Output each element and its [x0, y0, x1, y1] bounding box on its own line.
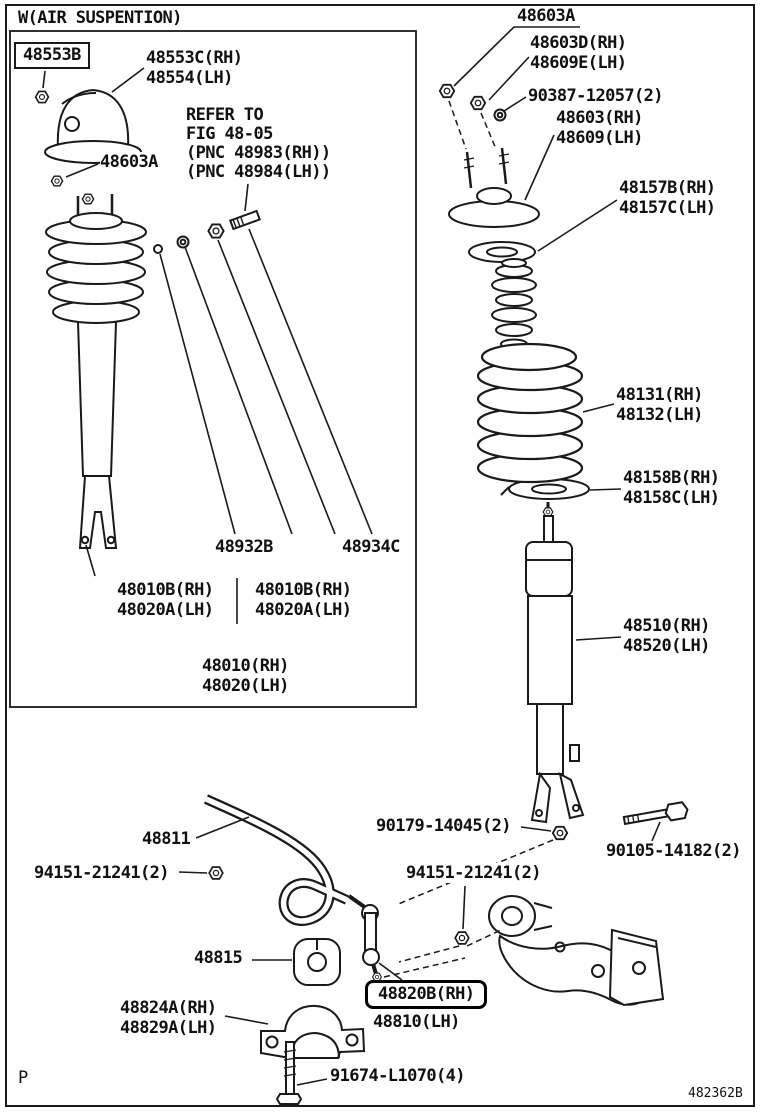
callout-90105[interactable]: 90105-14182(2): [606, 841, 741, 861]
part-number-line: 48603(RH): [556, 108, 643, 128]
part-number-line: 48131(RH): [616, 385, 703, 405]
leader-lines: [42, 26, 661, 1086]
part-number-line: 48553C(RH): [146, 48, 243, 68]
callout-48811[interactable]: 48811: [142, 829, 191, 849]
small-parts-cluster: [153, 209, 261, 254]
drawing-number: 482362B: [688, 1086, 743, 1101]
callout-48010B-right[interactable]: 48010B(RH) 48020A(LH): [255, 580, 352, 620]
callout-48553B[interactable]: 48553B: [14, 42, 90, 69]
part-number-line: 48158B(RH): [623, 468, 720, 488]
callout-48820B-highlighted[interactable]: 48820B(RH): [365, 980, 488, 1009]
part-number-line: 48020A(LH): [255, 600, 352, 620]
section-note: W(AIR SUSPENTION): [18, 8, 182, 28]
callout-90179[interactable]: 90179-14045(2): [376, 816, 511, 836]
support-mount-illustration: [438, 83, 540, 263]
stabilizer-link-illustration: [347, 894, 470, 985]
stabilizer-bushing-illustration: [208, 866, 341, 986]
callout-91674[interactable]: 91674-L1070(4): [330, 1066, 465, 1086]
part-number-line: 48157B(RH): [619, 178, 716, 198]
callout-48810[interactable]: 48810(LH): [373, 1012, 460, 1032]
part-number-line: 48010B(RH): [117, 580, 214, 600]
callout-48932B[interactable]: 48932B: [215, 537, 273, 557]
dashed-alignment-lines: [383, 100, 554, 978]
callout-48824A[interactable]: 48824A(RH) 48829A(LH): [120, 998, 217, 1038]
part-number-line: 48157C(LH): [619, 198, 716, 218]
part-number-line: 48010B(RH): [255, 580, 352, 600]
part-number-line: 48020(LH): [202, 676, 289, 696]
callout-90387[interactable]: 90387-12057(2): [528, 86, 663, 106]
page-border: [5, 4, 755, 1107]
part-number-line: 48603D(RH): [530, 33, 627, 53]
mount-bolt-illustration: [551, 801, 689, 841]
callout-48131[interactable]: 48131(RH) 48132(LH): [616, 385, 703, 425]
coil-spring-illustration: [476, 342, 584, 484]
callout-94151-right[interactable]: 94151-21241(2): [406, 863, 541, 883]
part-number-line: 48554(LH): [146, 68, 233, 88]
part-number-line: 48520(LH): [623, 636, 710, 656]
note-line: FIG 48-05: [186, 124, 273, 144]
part-number-line: 48829A(LH): [120, 1018, 217, 1038]
callout-48603D[interactable]: 48603D(RH) 48609E(LH): [530, 33, 627, 73]
callout-48603[interactable]: 48603(RH) 48609(LH): [556, 108, 643, 148]
note-line: REFER TO: [186, 105, 264, 125]
bracket-bolt-illustration: [275, 1041, 303, 1105]
callout-48157B[interactable]: 48157B(RH) 48157C(LH): [619, 178, 716, 218]
part-number-line: 48609E(LH): [530, 53, 627, 73]
air-strut-illustration: [34, 88, 147, 549]
shock-absorber-illustration: [525, 502, 585, 824]
part-number-line: 48010(RH): [202, 656, 289, 676]
page-letter: P: [18, 1068, 28, 1088]
callout-48158B[interactable]: 48158B(RH) 48158C(LH): [623, 468, 720, 508]
callout-94151-left[interactable]: 94151-21241(2): [34, 863, 169, 883]
lower-arm-illustration: [488, 895, 665, 1007]
part-number-line: 48824A(RH): [120, 998, 217, 1018]
strut-cap-illustration: [44, 88, 142, 164]
stabilizer-bar-illustration: [203, 794, 350, 926]
callout-48010B-left[interactable]: 48010B(RH) 48020A(LH): [117, 580, 214, 620]
callout-48510[interactable]: 48510(RH) 48520(LH): [623, 616, 710, 656]
dust-boot-illustration: [491, 258, 537, 350]
part-number-line: 48158C(LH): [623, 488, 720, 508]
note-line: (PNC 48984(LH)): [186, 162, 331, 182]
note-line: (PNC 48983(RH)): [186, 143, 331, 163]
air-suspension-section-box: [9, 30, 417, 708]
bracket-illustration: [260, 1004, 366, 1059]
callout-48603A-box[interactable]: 48603A: [100, 152, 158, 172]
part-number-line: 48132(LH): [616, 405, 703, 425]
callout-48553C[interactable]: 48553C(RH) 48554(LH): [146, 48, 243, 88]
part-number-line: 48020A(LH): [117, 600, 214, 620]
part-number-line: 48609(LH): [556, 128, 643, 148]
callout-48603A-top[interactable]: 48603A: [517, 6, 575, 26]
callout-48010[interactable]: 48010(RH) 48020(LH): [202, 656, 289, 696]
callout-48815[interactable]: 48815: [194, 948, 243, 968]
part-number-line: 48510(RH): [623, 616, 710, 636]
callout-48934C[interactable]: 48934C: [342, 537, 400, 557]
refer-note: REFER TO FIG 48-05 (PNC 48983(RH)) (PNC …: [186, 106, 331, 182]
